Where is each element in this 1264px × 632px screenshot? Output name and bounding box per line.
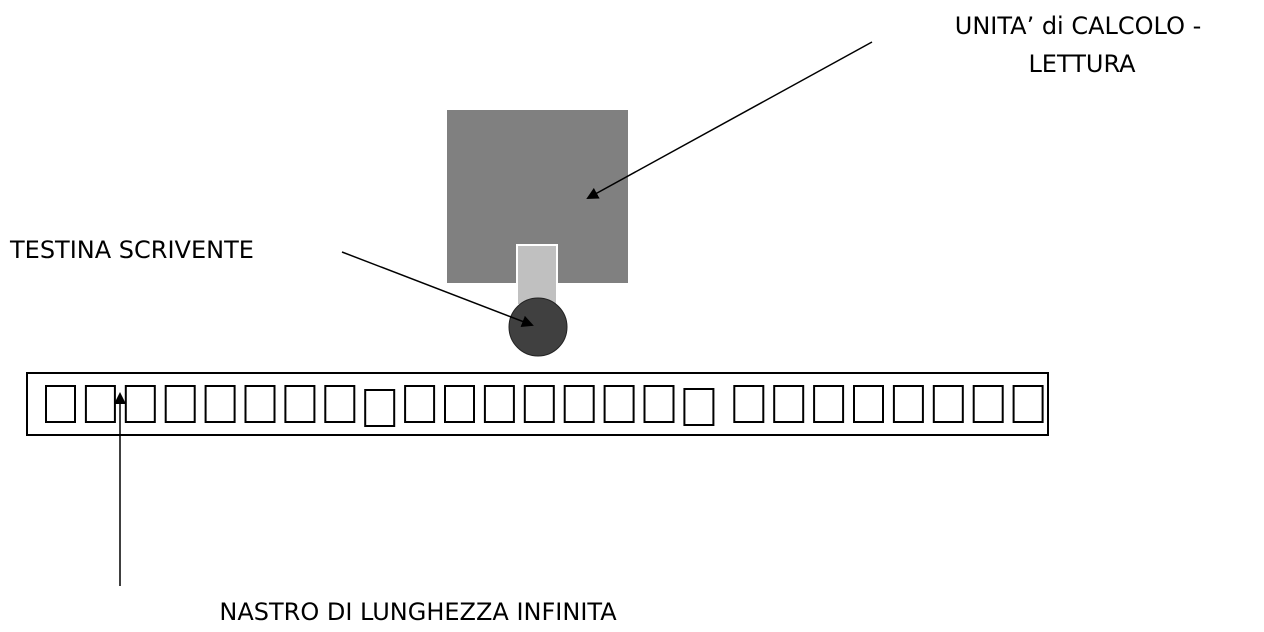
tape-cell [892, 385, 924, 423]
tape-cell [84, 385, 116, 423]
tape-cell [164, 385, 196, 423]
write-head [508, 297, 568, 357]
processing-unit-arrow [586, 41, 873, 199]
tape-cell [45, 385, 76, 423]
tape-cells [45, 385, 1044, 427]
tape-cell [444, 385, 475, 423]
tape-cell [404, 385, 436, 423]
write-head-arrow [341, 251, 534, 328]
tape-cell [972, 385, 1004, 423]
tape-cell [523, 385, 555, 423]
tape-cell [853, 385, 884, 423]
tape-cell [603, 385, 635, 423]
head-connector [516, 244, 558, 306]
tape-cell [813, 385, 845, 423]
tape-cell [932, 385, 964, 423]
tape-cell [1012, 385, 1044, 423]
tape-cell [284, 385, 316, 423]
tape-cell [733, 385, 765, 423]
tape-cell [773, 385, 805, 423]
tape-cell [204, 385, 236, 423]
write-head-label: TESTINA SCRIVENTE [9, 236, 254, 264]
tape-cell [364, 389, 396, 427]
tape-cell [643, 385, 675, 423]
tape-cell [124, 385, 156, 423]
tape-cell [563, 385, 595, 423]
tape-cell [483, 385, 515, 423]
tape-cell [244, 385, 276, 423]
tape-cell [683, 388, 715, 426]
tape-label: NASTRO DI LUNGHEZZA INFINITA [219, 598, 617, 626]
processing-unit-label-line1: UNITA’ di CALCOLO - [955, 12, 1202, 40]
processing-unit-label-line2: LETTURA [1028, 50, 1136, 78]
tape-cell [324, 385, 356, 423]
